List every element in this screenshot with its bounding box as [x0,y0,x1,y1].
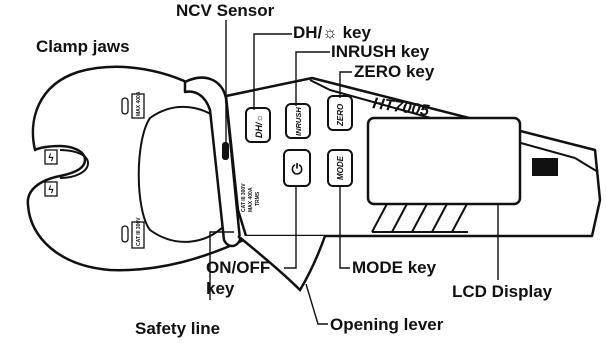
ht-logo: HT [532,158,558,176]
opening-lever-label: Opening lever [330,315,444,334]
dh-key-label: DH/☼ key [293,23,371,42]
jaw-max-marking: MAX 400A [121,91,145,119]
inrush-key-label: INRUSH key [331,42,430,61]
onoff-key-label-line1: ON/OFF [206,258,271,277]
ncv-sensor [222,142,229,160]
svg-text:ZERO: ZERO [336,103,345,127]
inrush-button[interactable]: INRUSH [285,103,311,139]
grip-ridges [371,201,469,233]
mode-button[interactable]: MODE [327,149,353,187]
svg-text:HT: HT [537,161,554,175]
dh-button[interactable]: DH/☼ [245,107,271,143]
svg-text:ϟ: ϟ [48,153,54,164]
svg-text:INRUSH: INRUSH [294,107,303,136]
mode-key-label: MODE key [352,258,437,277]
lcd-display [366,116,522,206]
hazard-icon: ϟ [44,149,58,165]
svg-text:ϟ: ϟ [48,185,54,196]
clamp-jaws-label: Clamp jaws [36,37,130,56]
svg-text:CAT III 300V: CAT III 300V [241,183,247,212]
power-button[interactable]: ⏻ [283,149,311,187]
zero-button[interactable]: ZERO [327,95,353,131]
rating-text: CAT III 300V MAX 400A TRMS [241,183,261,212]
jaw-cat-marking: CAT III 300V [121,217,145,249]
onoff-key-label-line2: key [206,279,235,298]
svg-text:MODE: MODE [336,155,345,180]
svg-text:TRMS: TRMS [255,191,261,206]
leader-lines [209,20,499,325]
hazard-icon: ϟ [44,181,58,197]
clamp-jaws [26,65,250,272]
svg-text:MAX 400A: MAX 400A [136,91,142,116]
ncv-sensor-label: NCV Sensor [176,1,275,20]
svg-text:MAX 400A: MAX 400A [248,187,254,212]
safety-line-label: Safety line [135,319,221,338]
svg-text:DH/☼: DH/☼ [254,114,264,138]
lcd-display-label: LCD Display [452,282,553,301]
power-icon: ⏻ [291,161,302,177]
svg-text:CAT III 300V: CAT III 300V [136,217,142,246]
opening-lever [237,235,327,293]
zero-key-label: ZERO key [354,62,435,81]
